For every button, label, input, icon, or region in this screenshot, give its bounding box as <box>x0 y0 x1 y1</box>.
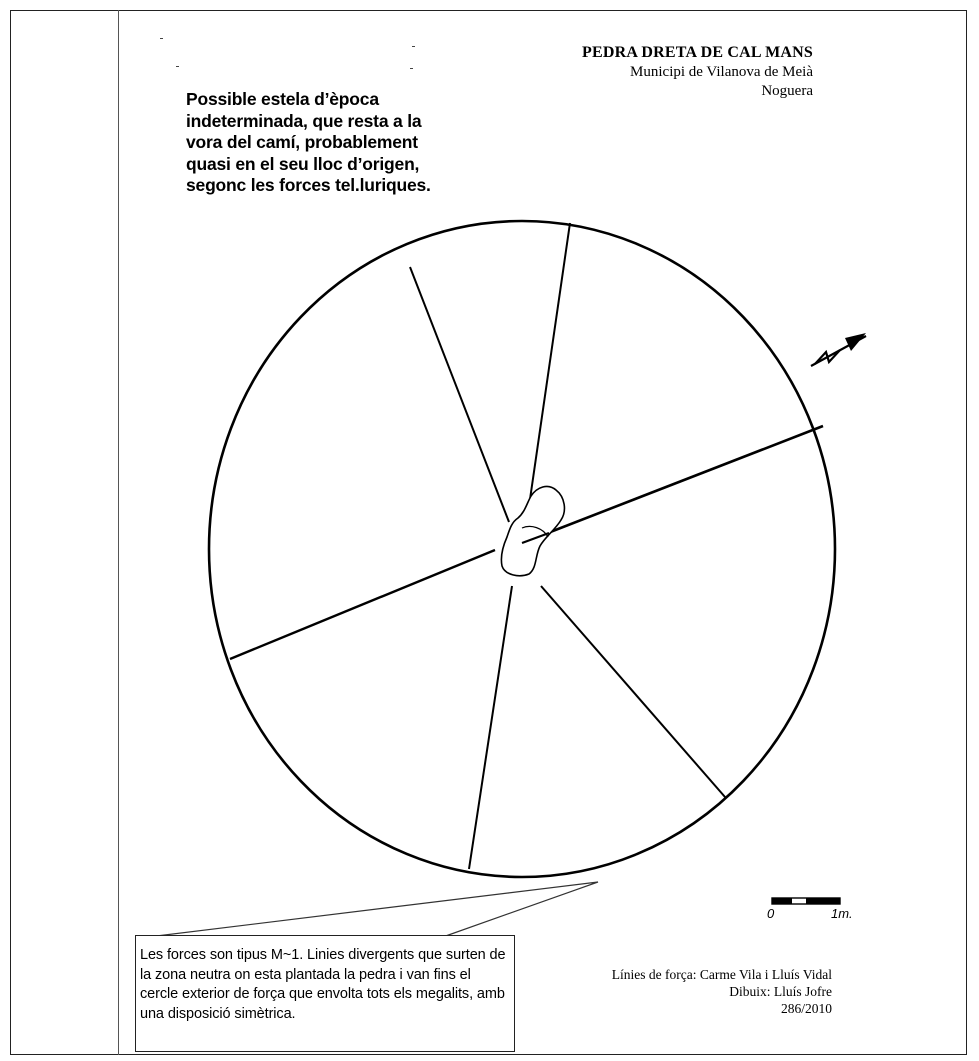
callout-pointer <box>140 882 598 938</box>
scale-start-label: 0 <box>767 906 774 921</box>
callout-text: Les forces son tipus M~1. Linies diverge… <box>140 946 510 1024</box>
force-line-northwest <box>410 267 509 522</box>
credits-drawing: Dibuix: Lluís Jofre <box>612 983 832 1000</box>
scale-end-label: 1m. <box>831 906 853 921</box>
credits-block: Línies de força: Carme Vila i Lluís Vida… <box>612 966 832 1017</box>
credits-reference: 286/2010 <box>612 1000 832 1017</box>
force-line-east <box>522 426 823 543</box>
force-line-west <box>230 550 495 659</box>
north-arrow-icon <box>811 333 866 366</box>
credits-force-lines: Línies de força: Carme Vila i Lluís Vida… <box>612 966 832 983</box>
scale-bar <box>772 898 840 904</box>
force-line-southeast <box>541 586 725 797</box>
force-line-south <box>469 586 512 869</box>
callout-box: Les forces son tipus M~1. Linies diverge… <box>135 935 515 1052</box>
force-line-north <box>527 223 570 520</box>
